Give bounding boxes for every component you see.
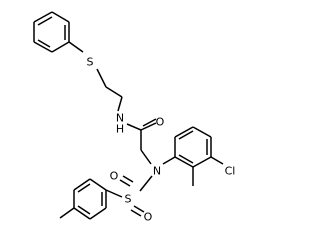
atom-label-o: O xyxy=(156,116,165,129)
tosyl-group xyxy=(59,175,153,220)
atom-label-o: O xyxy=(144,211,153,224)
atom-label-cl: Cl xyxy=(225,165,236,178)
atom-label-n: N xyxy=(116,112,124,125)
atom-label-o: O xyxy=(110,170,119,183)
amide-group xyxy=(126,118,157,165)
chloromethylphenyl-ring xyxy=(162,126,224,186)
phenyl-ring xyxy=(33,11,70,53)
ethyl-linker xyxy=(68,41,123,112)
structure-canvas: S N H O N Cl S O O xyxy=(33,11,236,224)
atom-label-h: H xyxy=(116,123,124,136)
atom-label-s: S xyxy=(87,56,94,69)
atom-label-s: S xyxy=(125,193,132,206)
atom-label-n: N xyxy=(153,165,161,178)
